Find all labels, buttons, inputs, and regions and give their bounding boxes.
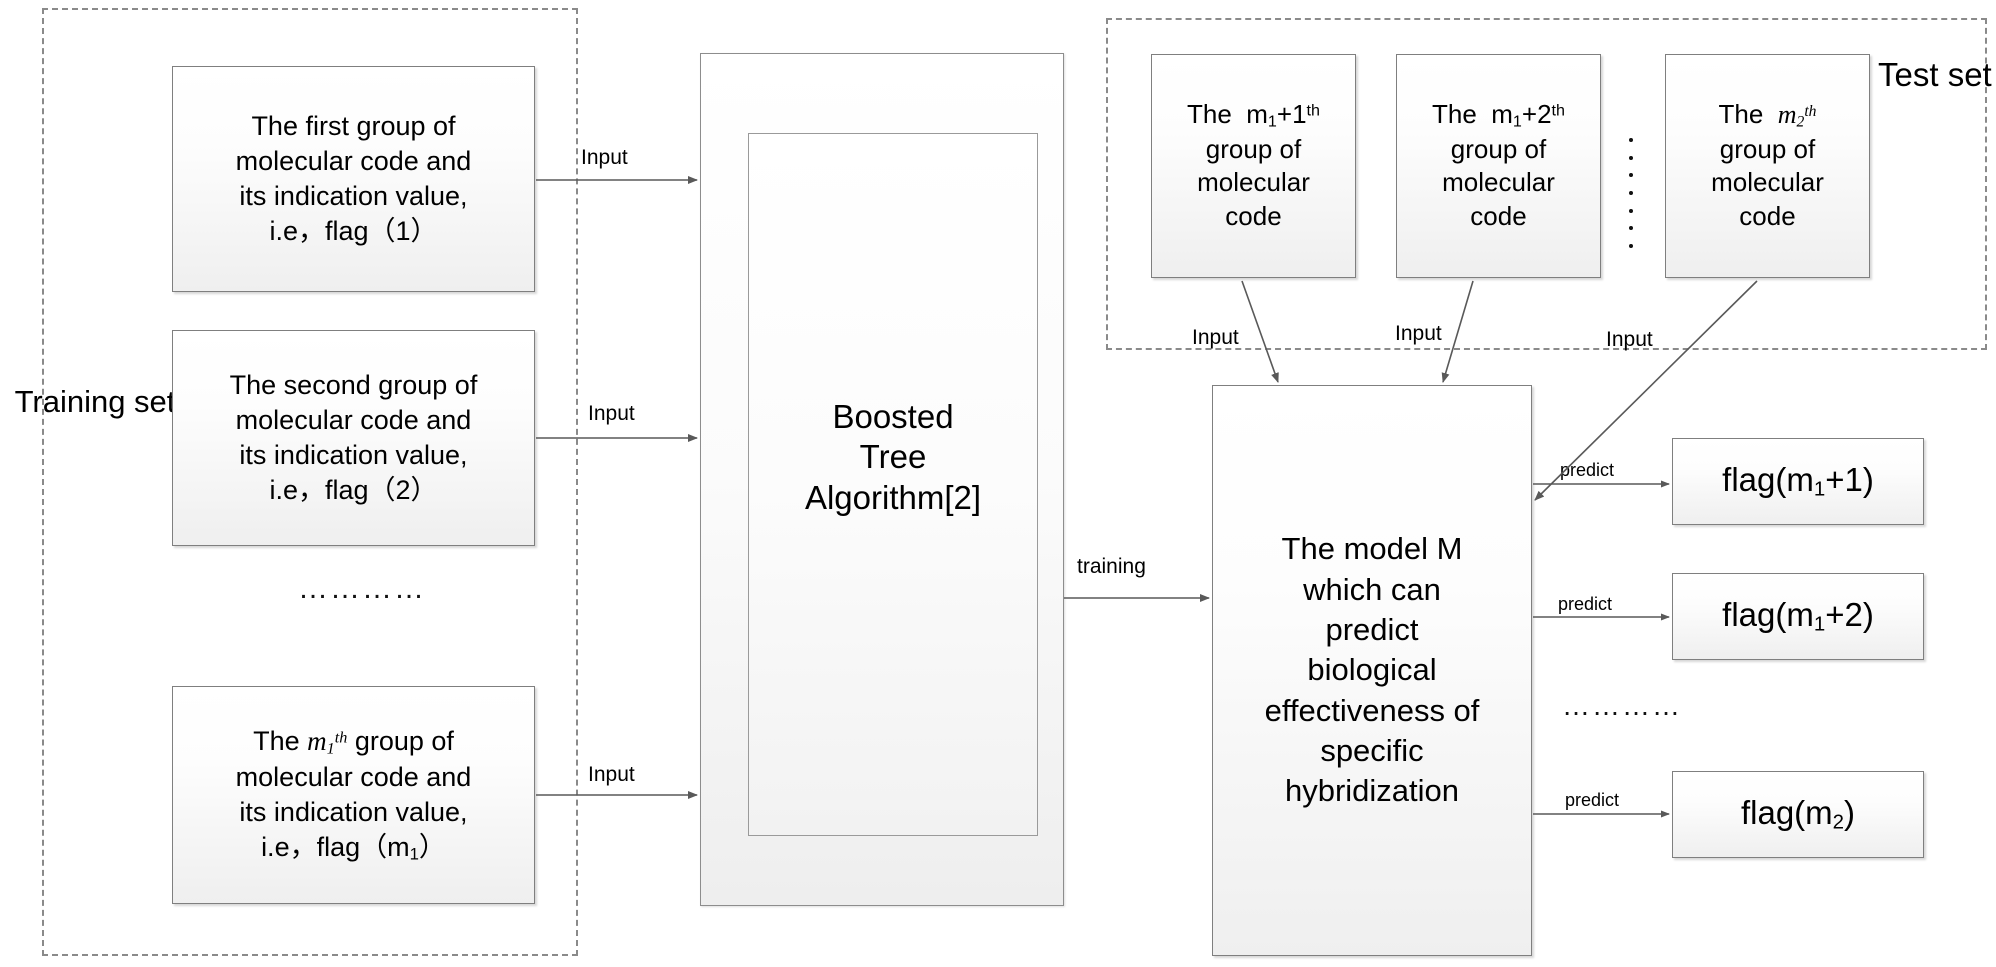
edge-label-input-test-n: Input — [1606, 328, 1653, 351]
boosted-tree-inner-frame[interactable] — [748, 133, 1038, 836]
edge-label-predict-n: predict — [1565, 790, 1620, 810]
test-set-label: Test set — [1878, 56, 1992, 93]
edge-label-input-train-n: Input — [588, 763, 635, 786]
output-box-n[interactable]: flag(m2) — [1672, 771, 1924, 858]
edge-label-input-test-2: Input — [1395, 322, 1442, 345]
edge-label-training: training — [1077, 555, 1146, 578]
training-ellipsis: ………… — [298, 572, 426, 605]
output-box-n-text: flag(m2) — [1740, 794, 1856, 834]
output-box-1-text: flag(m1+1) — [1722, 461, 1874, 501]
edge-label-predict-2: predict — [1558, 594, 1613, 614]
output-box-2[interactable]: flag(m1+2) — [1672, 573, 1924, 660]
edge-label-input-train-2: Input — [588, 402, 635, 425]
test-boxes-ellipsis — [1628, 138, 1634, 248]
output-ellipsis: ………… — [1562, 690, 1682, 721]
output-box-1[interactable]: flag(m1+1) — [1672, 438, 1924, 525]
training-set-frame — [42, 8, 578, 956]
edge-label-predict-1: predict — [1560, 460, 1615, 480]
training-set-label: Training set — [14, 384, 176, 419]
edge-label-input-test-1: Input — [1192, 326, 1239, 349]
edge-label-input-train-1: Input — [581, 146, 628, 169]
output-box-2-text: flag(m1+2) — [1722, 596, 1874, 636]
